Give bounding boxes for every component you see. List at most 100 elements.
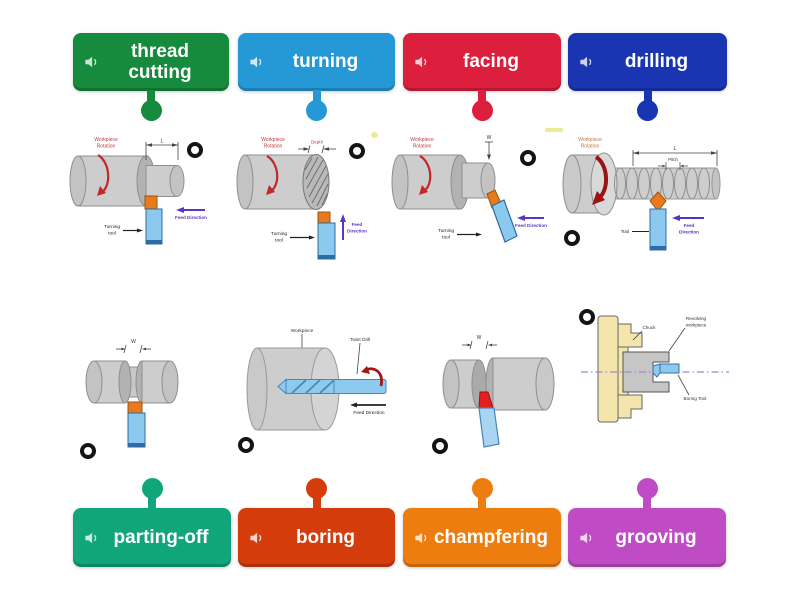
card-label: thread cutting	[128, 40, 192, 83]
depth-label: Depth	[311, 140, 324, 145]
workpiece-shape	[69, 155, 185, 207]
diagram-chamfering: Workpiece Rotation W Feed Direction Turn…	[388, 130, 550, 267]
speaker-icon[interactable]	[578, 53, 597, 72]
rotation-arrow	[361, 366, 383, 387]
highlight-mark	[371, 132, 378, 138]
rotation-arrow	[419, 155, 432, 195]
feed-label: Feed	[352, 222, 363, 227]
speaker-icon[interactable]	[248, 528, 267, 547]
pin-dot[interactable]	[306, 100, 327, 122]
rotation-label: Rotation	[97, 144, 116, 150]
pin-dot[interactable]	[471, 100, 493, 122]
feed-arrow	[340, 214, 346, 240]
speaker-icon[interactable]	[83, 528, 102, 547]
rotation-label: Rotation	[264, 144, 283, 150]
pin-dot[interactable]	[140, 100, 162, 122]
workpiece-label: Revolving	[686, 316, 707, 321]
width-label: W	[477, 335, 482, 341]
card-label: parting-off	[113, 526, 209, 548]
speaker-icon[interactable]	[413, 53, 432, 72]
word-card-turning[interactable]: turning	[238, 33, 395, 122]
speaker-icon[interactable]	[578, 528, 597, 547]
boring-tool-shape	[652, 363, 680, 378]
diagram-turning: Workpiece Rotation L Feed Direction Turn…	[68, 130, 216, 261]
rotation-label: Workpiece	[578, 137, 602, 143]
cutting-tool	[317, 211, 336, 260]
match-target-4[interactable]	[563, 229, 580, 246]
cutting-tool	[486, 189, 518, 243]
word-card-drilling[interactable]: drilling	[568, 33, 727, 122]
speaker-icon[interactable]	[248, 53, 267, 72]
speaker-icon[interactable]	[413, 528, 432, 547]
pin-stem	[148, 496, 156, 509]
pin-stem	[312, 90, 321, 103]
pin-stem	[478, 496, 486, 509]
pin-dot[interactable]	[306, 477, 327, 499]
diagram-boring: Chuck Revolving workpiece Boring Tool	[565, 300, 747, 441]
cutting-tool	[649, 191, 667, 251]
tool-label: tool	[275, 238, 283, 244]
hatched-face	[304, 156, 329, 207]
boring-tool-label: Boring Tool	[684, 396, 707, 401]
word-card-facing[interactable]: facing	[403, 33, 561, 122]
pitch-label: Pitch	[668, 157, 678, 162]
length-dimension	[632, 150, 718, 166]
feed-arrow	[672, 215, 704, 221]
highlight-mark	[545, 128, 563, 132]
width-label: W	[131, 339, 136, 345]
rotation-label: Workpiece	[410, 137, 434, 143]
pin-dot[interactable]	[141, 477, 163, 499]
pin-stem	[643, 496, 651, 509]
feed-arrow	[350, 402, 386, 408]
card-label: drilling	[624, 51, 689, 73]
match-target-3[interactable]	[519, 149, 536, 166]
pin-dot[interactable]	[471, 477, 493, 499]
cutting-tool	[144, 195, 163, 245]
match-target-5[interactable]	[79, 442, 96, 459]
workpiece-shape	[85, 360, 179, 404]
diagram-thread-cutting: Workpiece Rotation	[556, 126, 748, 267]
rotation-arrow	[266, 155, 279, 195]
word-card-parting-off[interactable]: parting-off	[73, 477, 231, 567]
tool-label: Turning	[438, 228, 454, 234]
cutting-tool	[478, 391, 500, 448]
length-label: L	[674, 146, 677, 152]
match-target-6[interactable]	[237, 436, 254, 453]
twist-drill	[277, 378, 387, 395]
tool-label: Tool	[621, 229, 629, 234]
drill-label: Twist Drill	[350, 337, 371, 343]
workpiece-shape	[391, 154, 496, 210]
pin-stem	[147, 90, 155, 103]
rotation-label: Rotation	[581, 144, 600, 150]
speaker-icon[interactable]	[83, 53, 102, 72]
feed-label: Feed Direction	[175, 215, 207, 220]
match-target-8[interactable]	[578, 308, 595, 325]
word-card-thread-cutting[interactable]: thread cutting	[73, 33, 229, 122]
word-card-boring[interactable]: boring	[238, 477, 395, 567]
pin-dot[interactable]	[636, 477, 658, 499]
diagram-facing: Workpiece Rotation Depth Feed Direction …	[233, 130, 385, 267]
feed-label: Feed	[684, 223, 695, 228]
match-target-7[interactable]	[431, 437, 448, 454]
card-label: boring	[295, 526, 356, 548]
pin-stem	[312, 496, 321, 509]
feed-label: Direction	[347, 229, 367, 234]
word-card-champfering[interactable]: champfering	[403, 477, 561, 567]
rotation-arrow	[592, 155, 608, 205]
tool-label: tool	[108, 231, 116, 237]
match-target-1[interactable]	[186, 141, 203, 158]
width-label: W	[487, 135, 492, 141]
word-card-grooving[interactable]: grooving	[568, 477, 726, 567]
rotation-arrow	[97, 154, 110, 196]
workpiece-shape	[442, 357, 555, 411]
tool-label: Turning	[104, 224, 120, 230]
tool-label: Turning	[271, 231, 287, 237]
workpiece-label: workpiece	[686, 323, 707, 328]
pin-dot[interactable]	[637, 100, 658, 122]
cutting-tool	[127, 401, 146, 448]
pin-stem	[478, 90, 486, 103]
feed-label: Direction	[679, 230, 699, 235]
workpiece-shape	[562, 152, 721, 216]
match-target-2[interactable]	[348, 142, 365, 159]
